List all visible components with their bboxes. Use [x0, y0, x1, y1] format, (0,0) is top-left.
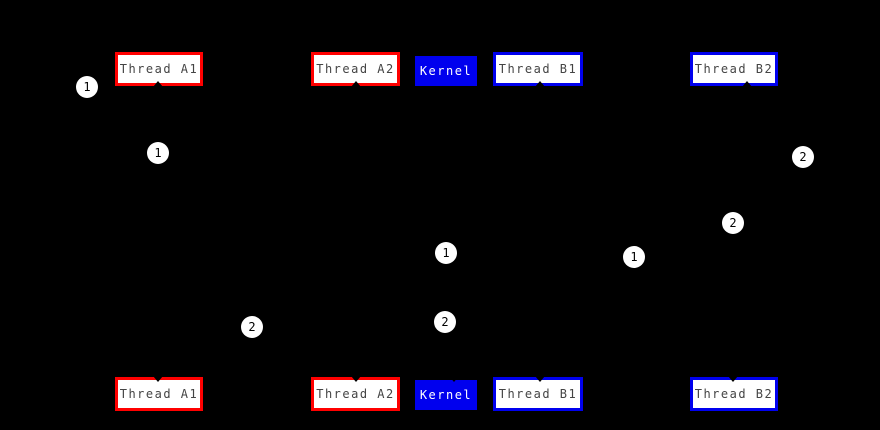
- node-thread-a1-top: Thread A1: [115, 52, 203, 86]
- step-marker-1: 1: [435, 242, 457, 264]
- step-marker-2: 2: [241, 316, 263, 338]
- arrowhead-icon: [351, 81, 361, 87]
- node-kernel-bottom: Kernel: [415, 380, 477, 410]
- node-label: Thread B2: [694, 62, 774, 76]
- node-label: Thread A1: [119, 62, 199, 76]
- node-thread-b1-bottom: Thread B1: [493, 377, 583, 411]
- node-thread-a1-bottom: Thread A1: [115, 377, 203, 411]
- step-marker-label: 2: [441, 315, 449, 329]
- node-thread-b2-top: Thread B2: [690, 52, 778, 86]
- arrowhead-icon: [153, 376, 163, 382]
- node-label: Kernel: [419, 388, 473, 402]
- arrowhead-icon: [728, 376, 738, 382]
- step-marker-1: 1: [147, 142, 169, 164]
- node-thread-b1-top: Thread B1: [493, 52, 583, 86]
- node-label: Thread A2: [316, 62, 395, 76]
- step-marker-2: 2: [434, 311, 456, 333]
- arrowhead-icon: [535, 81, 545, 87]
- step-marker-label: 1: [630, 250, 638, 264]
- step-marker-2: 2: [722, 212, 744, 234]
- node-kernel-top: Kernel: [415, 56, 477, 86]
- node-label: Thread B1: [498, 387, 578, 401]
- node-thread-b2-bottom: Thread B2: [690, 377, 778, 411]
- step-marker-label: 2: [799, 150, 807, 164]
- arrowhead-icon: [351, 376, 361, 382]
- node-label: Thread A2: [316, 387, 395, 401]
- step-marker-2: 2: [792, 146, 814, 168]
- node-label: Kernel: [419, 64, 473, 78]
- step-marker-label: 2: [729, 216, 737, 230]
- step-marker-1: 1: [76, 76, 98, 98]
- arrowhead-icon: [535, 376, 545, 382]
- arrowhead-icon: [742, 81, 752, 87]
- step-marker-label: 1: [442, 246, 450, 260]
- node-label: Thread B1: [498, 62, 578, 76]
- arrowhead-icon: [449, 376, 459, 382]
- node-label: Thread B2: [694, 387, 774, 401]
- step-marker-label: 1: [83, 80, 91, 94]
- step-marker-label: 1: [154, 146, 162, 160]
- node-thread-a2-bottom: Thread A2: [311, 377, 400, 411]
- step-marker-label: 2: [248, 320, 256, 334]
- node-label: Thread A1: [119, 387, 199, 401]
- arrowhead-icon: [153, 81, 163, 87]
- step-marker-1: 1: [623, 246, 645, 268]
